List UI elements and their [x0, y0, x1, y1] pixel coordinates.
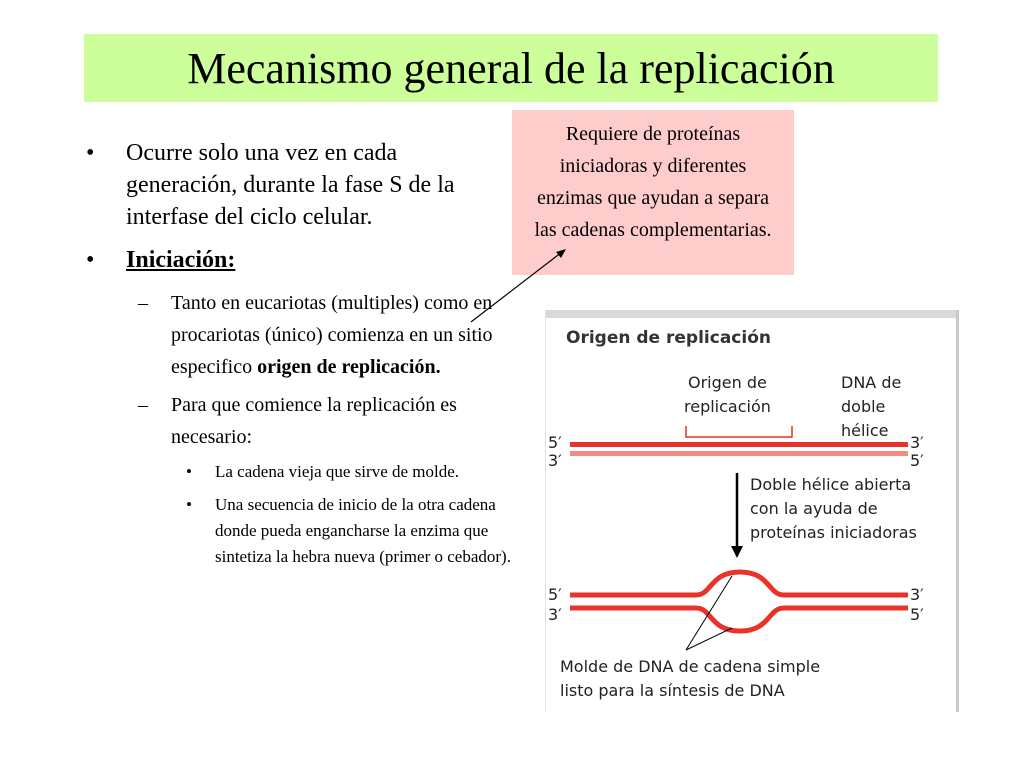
sub-sub-bullet-item: • Una secuencia de inicio de la otra cad… [82, 492, 512, 570]
sub-bullet-bold: origen de replicación. [257, 356, 441, 378]
dash-mark: – [138, 394, 148, 416]
dash-mark: – [138, 292, 148, 314]
bullet-mark: • [186, 462, 192, 481]
three-prime-label: 3′ [548, 605, 562, 624]
open-strand-bottom [570, 605, 908, 634]
open-strand-top [570, 569, 908, 598]
five-prime-label: 5′ [910, 605, 924, 624]
five-prime-label: 5′ [548, 585, 562, 604]
bullet-list: • Ocurre solo una vez en cada generación… [82, 137, 512, 577]
bullet-mark: • [86, 140, 95, 166]
title-banner: Mecanismo general de la replicación [84, 34, 938, 102]
sub-bullet-text: Tanto en eucariotas (multiples) como en … [171, 292, 493, 378]
bottom-label-line1: Molde de DNA de cadena simple [560, 657, 821, 676]
dna-label-line1: DNA de [841, 373, 902, 392]
sub-bullet-item: – Tanto en eucariotas (multiples) como e… [82, 287, 512, 383]
origin-bracket [685, 426, 793, 438]
callout-box: Requiere de proteínas iniciadoras y dife… [512, 110, 794, 275]
bottom-label-line2: listo para la síntesis de DNA [560, 681, 785, 700]
dna-label-line3: hélice [841, 421, 889, 440]
sub-bullet-text: Para que comience la replicación es nece… [171, 394, 457, 448]
dna-strand-bottom [570, 451, 908, 456]
five-prime-label: 5′ [910, 451, 924, 470]
dna-drawing [570, 426, 908, 651]
bullet-item: • Iniciación: [82, 244, 512, 276]
pointer-to-top-strand [685, 575, 733, 651]
bullet-text: Ocurre solo una vez en cada generación, … [126, 140, 455, 230]
sub-sub-bullet-text: Una secuencia de inicio de la otra caden… [215, 495, 511, 566]
three-prime-label: 3′ [548, 451, 562, 470]
bullet-mark: • [86, 247, 95, 273]
dna-strand-top [570, 442, 908, 447]
bullet-mark: • [186, 495, 192, 514]
bullet-item: • Ocurre solo una vez en cada generación… [82, 137, 512, 233]
slide-title: Mecanismo general de la replicación [187, 43, 835, 93]
bullet-heading: Iniciación: [126, 247, 236, 273]
three-prime-label: 3′ [910, 433, 924, 452]
figure-heading: Origen de replicación [566, 328, 771, 348]
sub-sub-bullet-item: • La cadena vieja que sirve de molde. [82, 459, 512, 485]
replication-origin-figure: Origen de replicación Origen de replicac… [545, 310, 959, 712]
sub-sub-bullet-text: La cadena vieja que sirve de molde. [215, 462, 460, 481]
origin-label-line1: Origen de [688, 373, 767, 392]
step-label-line1: Doble hélice abierta [750, 475, 912, 494]
step-label-line2: con la ayuda de [750, 499, 878, 518]
step-arrow-head [731, 546, 743, 558]
origin-label-line2: replicación [684, 397, 771, 416]
sub-bullet-item: – Para que comience la replicación es ne… [82, 389, 512, 453]
five-prime-label: 5′ [548, 433, 562, 452]
pointer-to-bottom-strand [685, 627, 733, 651]
three-prime-label: 3′ [910, 585, 924, 604]
step-label-line3: proteínas iniciadoras [750, 523, 917, 542]
dna-label-line2: doble [841, 397, 886, 416]
figure-top-border [546, 310, 956, 318]
callout-text: Requiere de proteínas iniciadoras y dife… [534, 123, 772, 241]
